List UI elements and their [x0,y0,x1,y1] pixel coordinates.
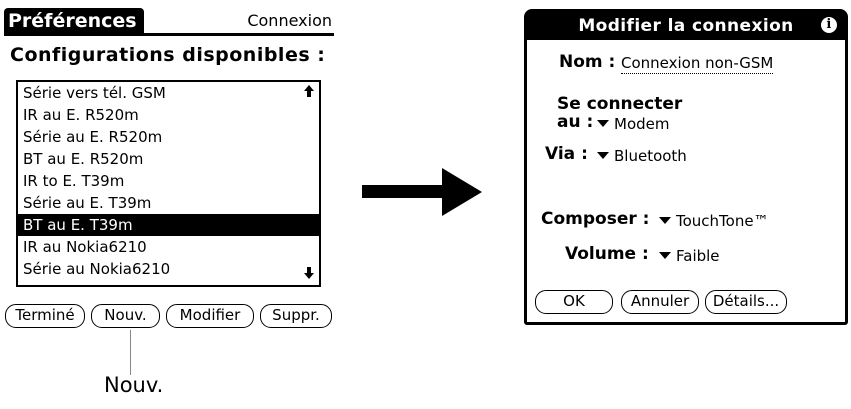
via-value: Bluetooth [614,147,687,165]
modify-button[interactable]: Modifier [166,304,254,328]
category-selector[interactable]: Connexion [247,11,332,30]
dialog-title: Modifier la connexion i [527,12,845,40]
dropdown-triangle-icon [659,252,671,259]
list-item[interactable]: Série au E. T39m [23,194,152,212]
name-label: Nom : [559,52,616,72]
volume-picker[interactable]: Faible [659,247,720,265]
configurations-list[interactable]: Série vers tél. GSM IR au E. R520m Série… [16,80,321,287]
dropdown-triangle-icon [597,152,609,159]
list-item[interactable]: Série vers tél. GSM [23,84,166,102]
list-item[interactable]: BT au E. R520m [23,150,144,168]
dial-label: Composer : [541,209,650,229]
connect-to-picker[interactable]: Modem [597,115,669,133]
cancel-button[interactable]: Annuler [621,290,699,314]
arrow-down-icon[interactable] [304,267,314,282]
configurations-heading: Configurations disponibles : [10,44,326,66]
right-arrow-icon [362,168,482,216]
callout-line [130,330,131,375]
callout-label: Nouv. [104,373,164,397]
dialog-title-text: Modifier la connexion [578,16,794,36]
list-item[interactable]: Série au Nokia6210 [23,260,171,278]
volume-label: Volume : [565,244,649,264]
list-item[interactable]: IR to E. T39m [23,172,125,190]
dropdown-triangle-icon [597,120,609,127]
connect-to-value: Modem [614,115,670,133]
details-button[interactable]: Détails... [705,290,787,314]
edit-connection-dialog: Modifier la connexion i Nom : Connexion … [524,9,848,325]
connection-preferences-screen: Préférences Connexion Configurations dis… [4,8,334,332]
list-item[interactable]: IR au Nokia6210 [23,238,147,256]
name-field[interactable]: Connexion non-GSM [621,54,774,74]
connect-label: Se connecter [557,94,683,114]
dial-value: TouchTone™ [676,212,769,230]
title-rule [4,33,334,36]
delete-button[interactable]: Suppr. [260,304,332,328]
done-button[interactable]: Terminé [5,304,85,328]
list-item[interactable]: IR au E. R520m [23,106,139,124]
dial-picker[interactable]: TouchTone™ [659,212,769,230]
via-picker[interactable]: Bluetooth [597,147,687,165]
new-button[interactable]: Nouv. [91,304,160,328]
list-item-selected[interactable]: BT au E. T39m [18,214,319,236]
screen-title: Préférences [4,8,144,35]
list-item[interactable]: Série au E. R520m [23,128,163,146]
info-icon[interactable]: i [821,17,837,33]
connect-label-au: au : [557,112,594,132]
dropdown-triangle-icon [659,217,671,224]
ok-button[interactable]: OK [535,290,613,314]
via-label: Via : [545,144,588,164]
volume-value: Faible [676,247,720,265]
arrow-up-icon[interactable] [304,85,314,100]
